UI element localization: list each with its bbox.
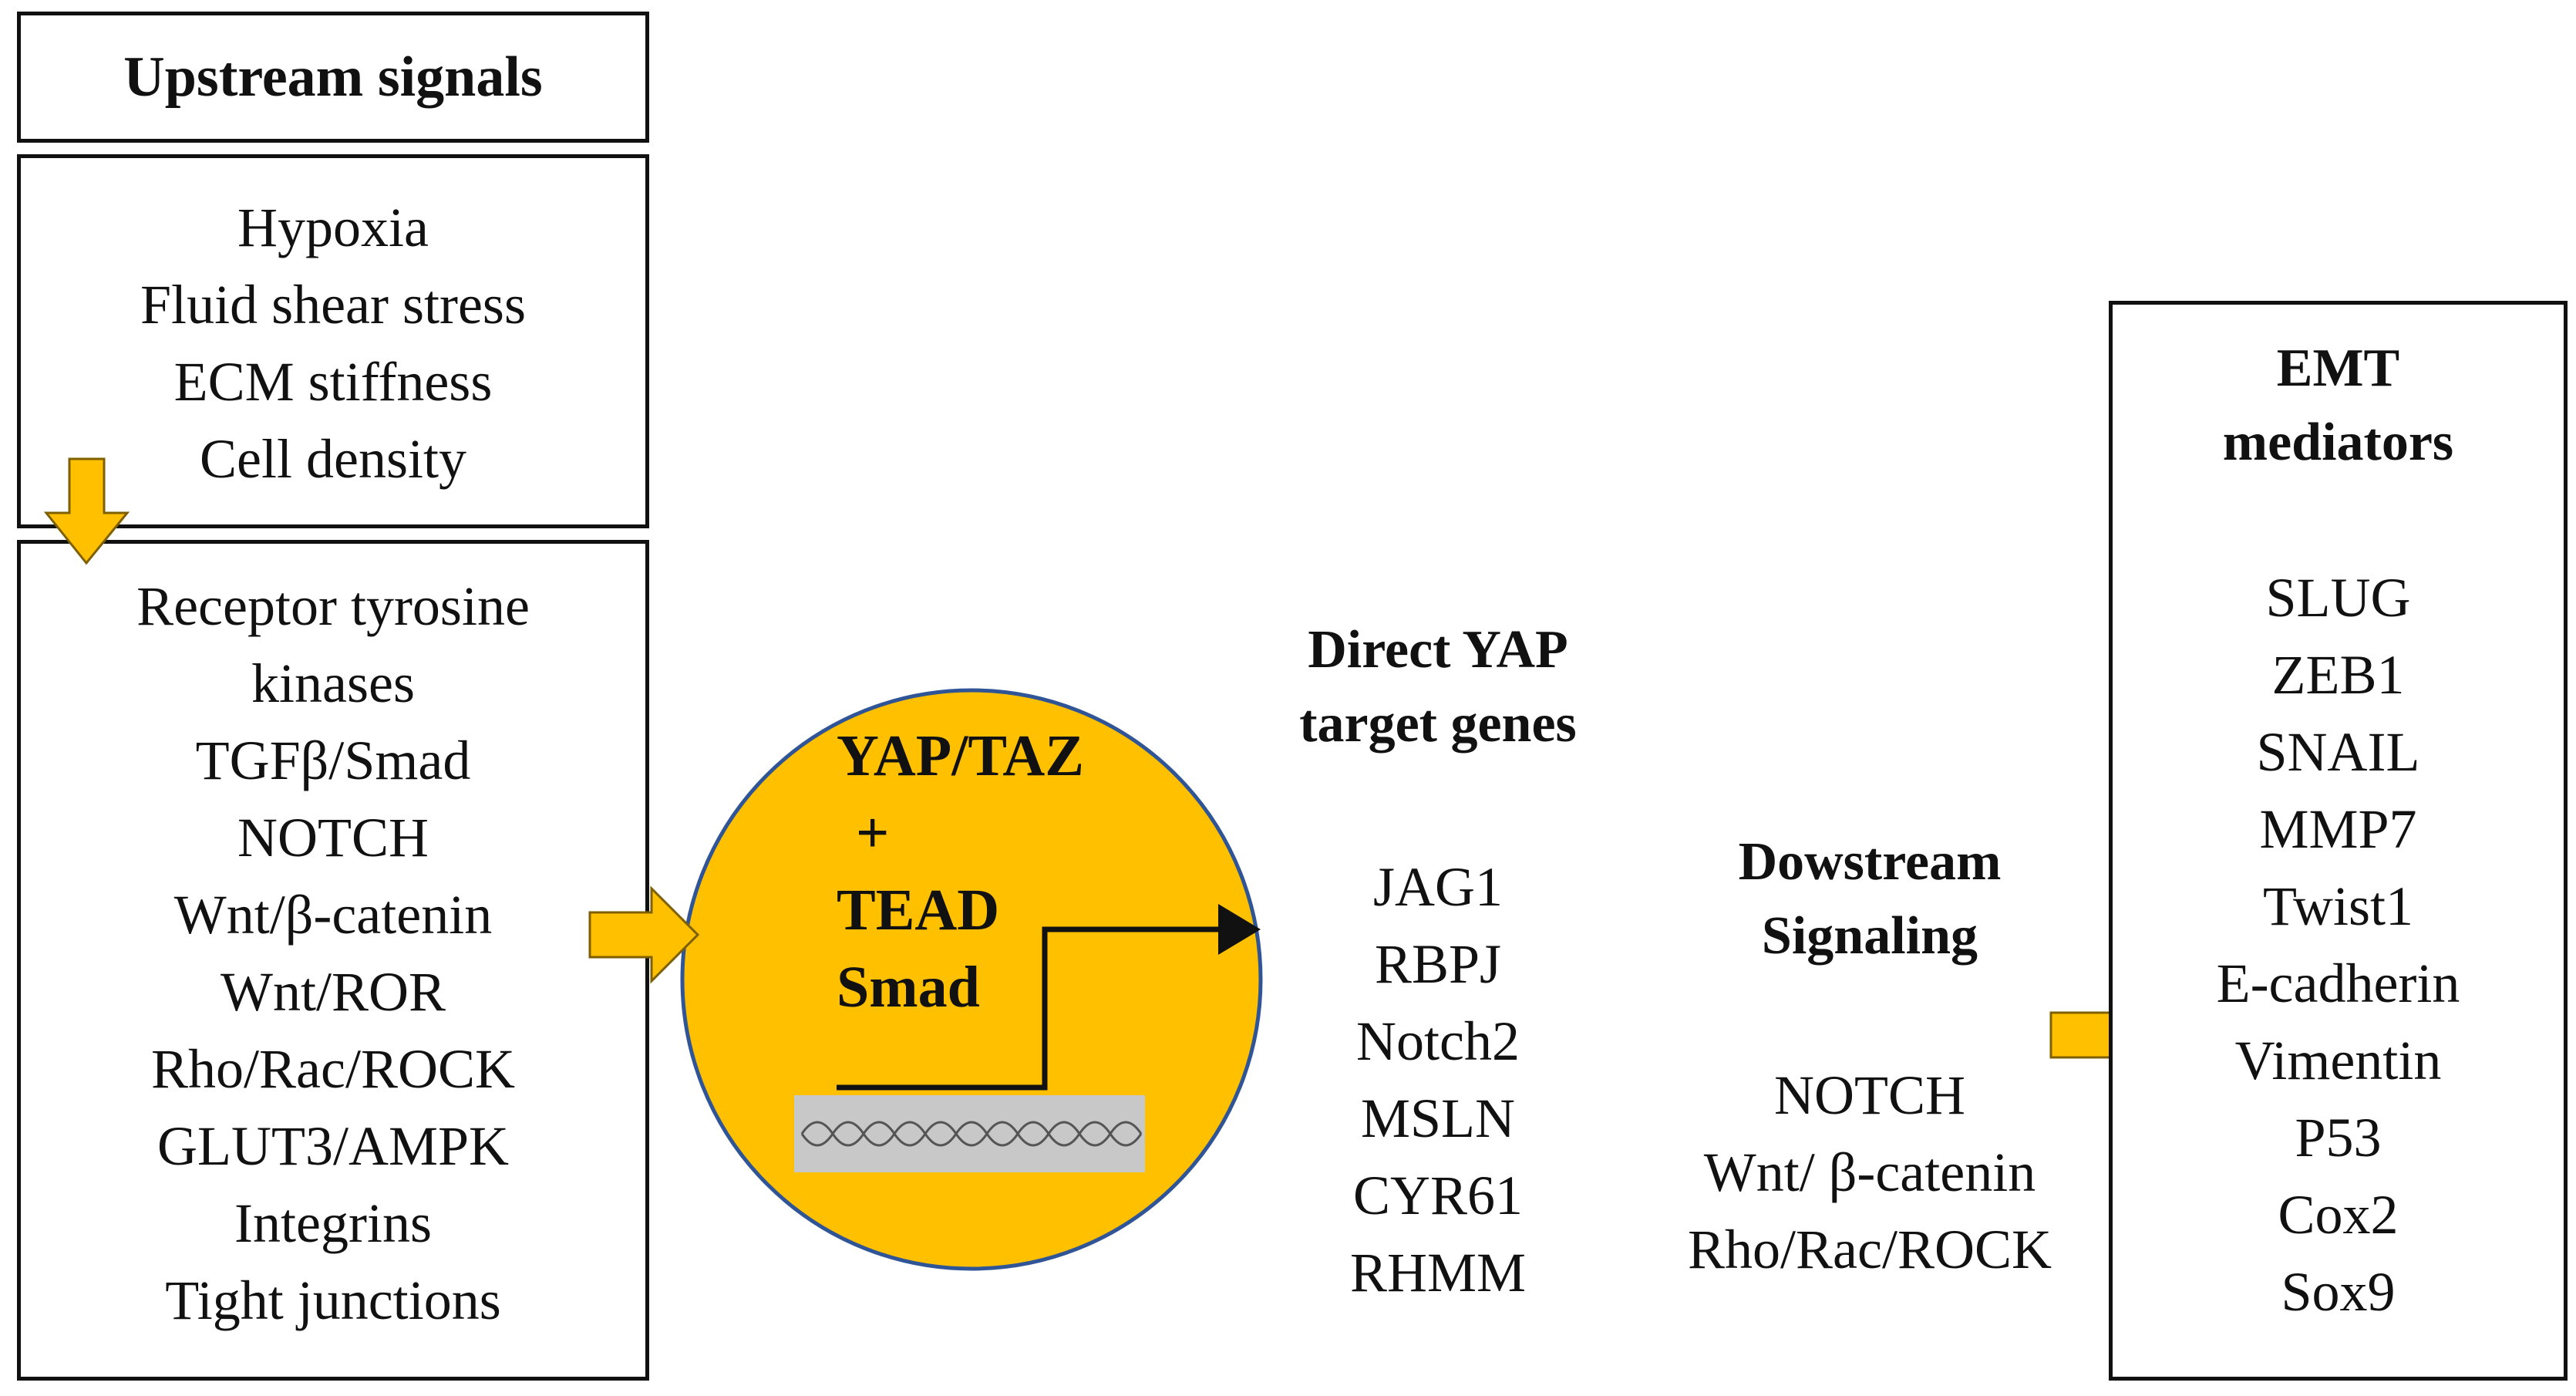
physical-signal: ECM stiffness [173,351,493,413]
upstream-title-box: Upstream signals [17,12,649,143]
dna-helix-icon [800,1121,1143,1147]
nucleus-label: YAP/TAZ + TEAD Smad [837,717,1084,1026]
emt-title-line: mediators [2222,413,2454,472]
nucleus-line: Smad [837,955,980,1020]
down-arrow-icon [43,457,130,565]
pathway-signal: Wnt/ROR [220,961,446,1023]
targets-title: Direct YAP target genes [1234,613,1642,761]
target-gene: MSLN [1360,1087,1516,1149]
emt-title: EMT mediators [2109,332,2568,480]
downstream-item: Rho/Rac/ROCK [1687,1219,2052,1280]
emt-mediator: SNAIL [2256,721,2420,783]
emt-mediator: Twist1 [2263,875,2413,937]
emt-mediator: Cox2 [2278,1184,2399,1246]
transcription-arrow-head [1218,904,1261,955]
transcription-arrow [837,926,1218,1091]
downstream-item: Wnt/ β-catenin [1703,1141,2036,1203]
pathway-signals-box [17,540,649,1381]
downstream-title-line: Dowstream [1738,832,2002,892]
emt-mediator: P53 [2295,1107,2382,1168]
pathway-signal: Receptor tyrosine [136,575,530,637]
right-arrow-icon [588,885,700,984]
emt-mediator: Sox9 [2281,1261,2396,1323]
physical-signal: Hypoxia [237,197,429,258]
emt-mediator: Vimentin [2234,1030,2442,1091]
pathway-signal: GLUT3/AMPK [157,1115,509,1177]
target-gene: RBPJ [1374,933,1502,995]
pathway-signal: Wnt/β-catenin [173,884,493,946]
target-genes-list: JAG1 RBPJ Notch2 MSLN CYR61 RHMM [1234,848,1642,1311]
pathway-signal: Rho/Rac/ROCK [150,1038,515,1100]
target-gene: RHMM [1349,1242,1527,1303]
physical-signals-list: Hypoxia Fluid shear stress ECM stiffness… [17,189,649,497]
physical-signal: Fluid shear stress [140,274,526,336]
pathway-signal: Tight junctions [165,1270,501,1331]
targets-title-line: target genes [1299,694,1577,754]
emt-mediator: SLUG [2265,567,2411,629]
pathway-signal: NOTCH [237,807,429,868]
emt-mediator: MMP7 [2259,798,2417,860]
physical-signal: Cell density [200,428,466,490]
emt-mediator: E-cadherin [2216,953,2460,1014]
dna-background [794,1095,1145,1172]
emt-mediator: ZEB1 [2271,644,2405,706]
downstream-title-line: Signaling [1761,906,1978,966]
emt-title-line: EMT [2276,339,2400,398]
downstream-item: NOTCH [1774,1064,1965,1126]
target-gene: CYR61 [1352,1165,1524,1226]
physical-signals-box [17,154,649,528]
targets-title-line: Direct YAP [1308,620,1568,679]
emt-mediators-box [2109,301,2568,1381]
pathway-signal: kinases [251,652,415,714]
nucleus-line: YAP/TAZ [837,723,1084,788]
downstream-list: NOTCH Wnt/ β-catenin Rho/Rac/ROCK [1631,1057,2109,1288]
downstream-title: Dowstream Signaling [1631,825,2109,973]
emt-mediators-list: SLUG ZEB1 SNAIL MMP7 Twist1 E-cadherin V… [2109,559,2568,1330]
target-gene: Notch2 [1356,1010,1520,1072]
pathway-signal: Integrins [234,1192,432,1254]
pathway-signals-list: Receptor tyrosine kinases TGFβ/Smad NOTC… [17,568,649,1339]
nucleus-line: TEAD [837,878,1000,942]
pathway-signal: TGFβ/Smad [195,730,471,791]
target-gene: JAG1 [1372,856,1503,918]
upstream-title: Upstream signals [123,45,543,109]
nucleus-line: + [856,801,890,865]
